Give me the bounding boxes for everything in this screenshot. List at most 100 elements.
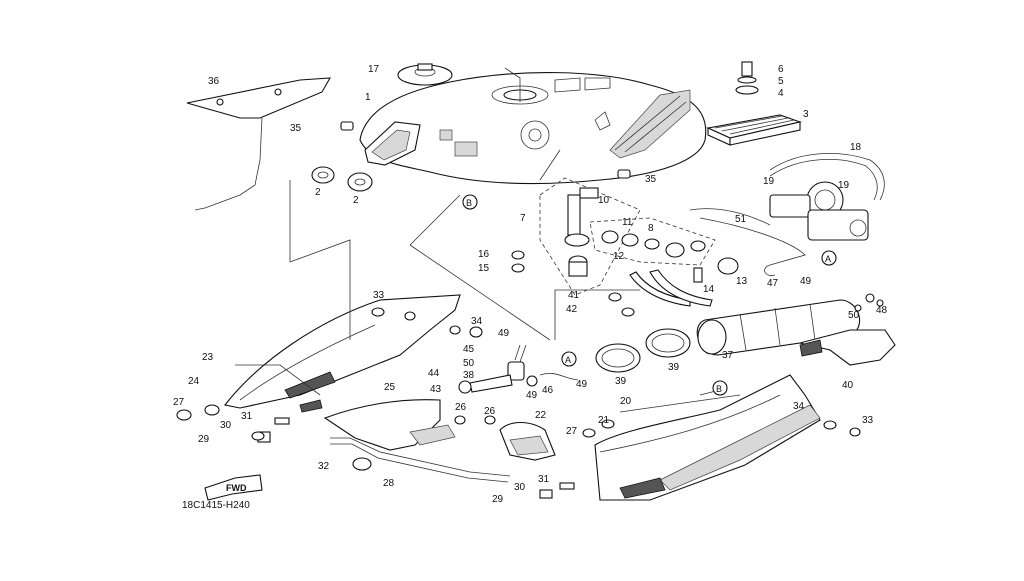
- bolts-27-21: [582, 419, 615, 438]
- callout: 49: [498, 328, 510, 339]
- callout: 19: [838, 180, 850, 191]
- grommet-35: [340, 121, 631, 179]
- callout: 34: [793, 401, 805, 412]
- side-cover-20: [594, 374, 821, 501]
- callout: 2: [315, 187, 321, 198]
- callout: 33: [373, 290, 385, 301]
- callout: 38: [463, 370, 475, 381]
- callout: 35: [290, 123, 302, 134]
- callout: 49: [800, 276, 812, 287]
- callout: 18: [850, 142, 862, 153]
- fuel-pump-assembly: [689, 181, 869, 276]
- callout: 37: [722, 350, 734, 361]
- callout: 7: [520, 213, 526, 224]
- callout: 10: [598, 195, 610, 206]
- callout: 30: [220, 420, 232, 431]
- callout: 25: [384, 382, 396, 393]
- bolts-26: [454, 415, 496, 425]
- callout: 2: [353, 195, 359, 206]
- fuel-tank-1: [359, 71, 707, 185]
- bracket-36: [186, 77, 331, 211]
- callout: 21: [598, 415, 610, 426]
- ref-a-label-1: A: [825, 254, 831, 264]
- callout: 47: [767, 278, 779, 289]
- callout: 11: [622, 217, 633, 228]
- callout: 5: [778, 76, 784, 87]
- bracket-40: [799, 329, 896, 366]
- callout: 44: [428, 368, 440, 379]
- callout: 13: [736, 276, 748, 287]
- fuel-cock-group-7: [539, 177, 641, 296]
- callout: 48: [876, 305, 888, 316]
- callout: 31: [538, 474, 550, 485]
- center-cover-22: [499, 421, 556, 461]
- callout: 29: [198, 434, 210, 445]
- callout: 27: [173, 397, 185, 408]
- drawing-code: 18C1415-H240: [182, 500, 250, 511]
- rod-28: [330, 437, 511, 483]
- callout: 15: [478, 263, 490, 274]
- callout: 14: [703, 284, 715, 295]
- callout: 30: [514, 482, 526, 493]
- bolts-48-50: [854, 293, 884, 312]
- callout: 35: [645, 174, 657, 185]
- callout: 42: [566, 304, 578, 315]
- grommet-34: [449, 325, 483, 338]
- under-cover-25: [323, 399, 456, 451]
- damper-2: [311, 166, 373, 192]
- callout: 4: [778, 88, 784, 99]
- callout: 16: [478, 249, 490, 260]
- callout: 17: [368, 64, 380, 75]
- callout: 26: [455, 402, 467, 413]
- ref-b-label-2: B: [716, 384, 722, 394]
- clamp-13-14: [693, 257, 739, 283]
- callout: 32: [318, 461, 330, 472]
- callout: 50: [463, 358, 475, 369]
- callout: 28: [383, 478, 395, 489]
- callout: 8: [648, 223, 654, 234]
- canister-37: [696, 299, 861, 356]
- fwd-arrow-icon: FWD: [204, 474, 263, 501]
- callout: 12: [613, 251, 625, 262]
- callout: 40: [842, 380, 854, 391]
- callout: 31: [241, 411, 253, 422]
- callout: 50: [848, 310, 860, 321]
- callout: 36: [208, 76, 220, 87]
- screws-29-31-lower: [539, 482, 575, 499]
- callout: 49: [526, 390, 538, 401]
- callout: 3: [803, 109, 809, 120]
- callout: 39: [668, 362, 680, 373]
- callout: 33: [862, 415, 874, 426]
- callout: 27: [566, 426, 578, 437]
- callout: 41: [568, 290, 580, 301]
- callout: 24: [188, 376, 200, 387]
- hose-18: [769, 153, 885, 201]
- leader-lines: [235, 67, 741, 413]
- bands-41: [608, 269, 713, 317]
- callouts: 1 2 2 3 4 5 6 7 8 10 11 12 13 14 15 16 1…: [173, 64, 888, 505]
- valve-38-45: [458, 344, 579, 394]
- callout: 26: [484, 406, 496, 417]
- oring-group-11: [589, 217, 716, 266]
- callout: 20: [620, 396, 632, 407]
- callout: 22: [535, 410, 547, 421]
- callout: 19: [763, 176, 775, 187]
- ref-a-label-2: A: [565, 355, 571, 365]
- callout: 29: [492, 494, 504, 505]
- bolt-6-washers: [735, 61, 759, 95]
- ref-b-label-1: B: [466, 198, 472, 208]
- callout: 46: [542, 385, 554, 396]
- callout: 43: [430, 384, 442, 395]
- bolt-15-16: [511, 250, 525, 273]
- callout: 23: [202, 352, 214, 363]
- callout: 1: [365, 92, 371, 103]
- screws-29-31: [251, 417, 290, 443]
- callout: 6: [778, 64, 784, 75]
- callout: 49: [576, 379, 588, 390]
- callout: 51: [735, 214, 747, 225]
- ref-circles: B A A B: [462, 194, 837, 396]
- bolts-33-34-right: [823, 420, 861, 437]
- fwd-label: FWD: [226, 483, 247, 493]
